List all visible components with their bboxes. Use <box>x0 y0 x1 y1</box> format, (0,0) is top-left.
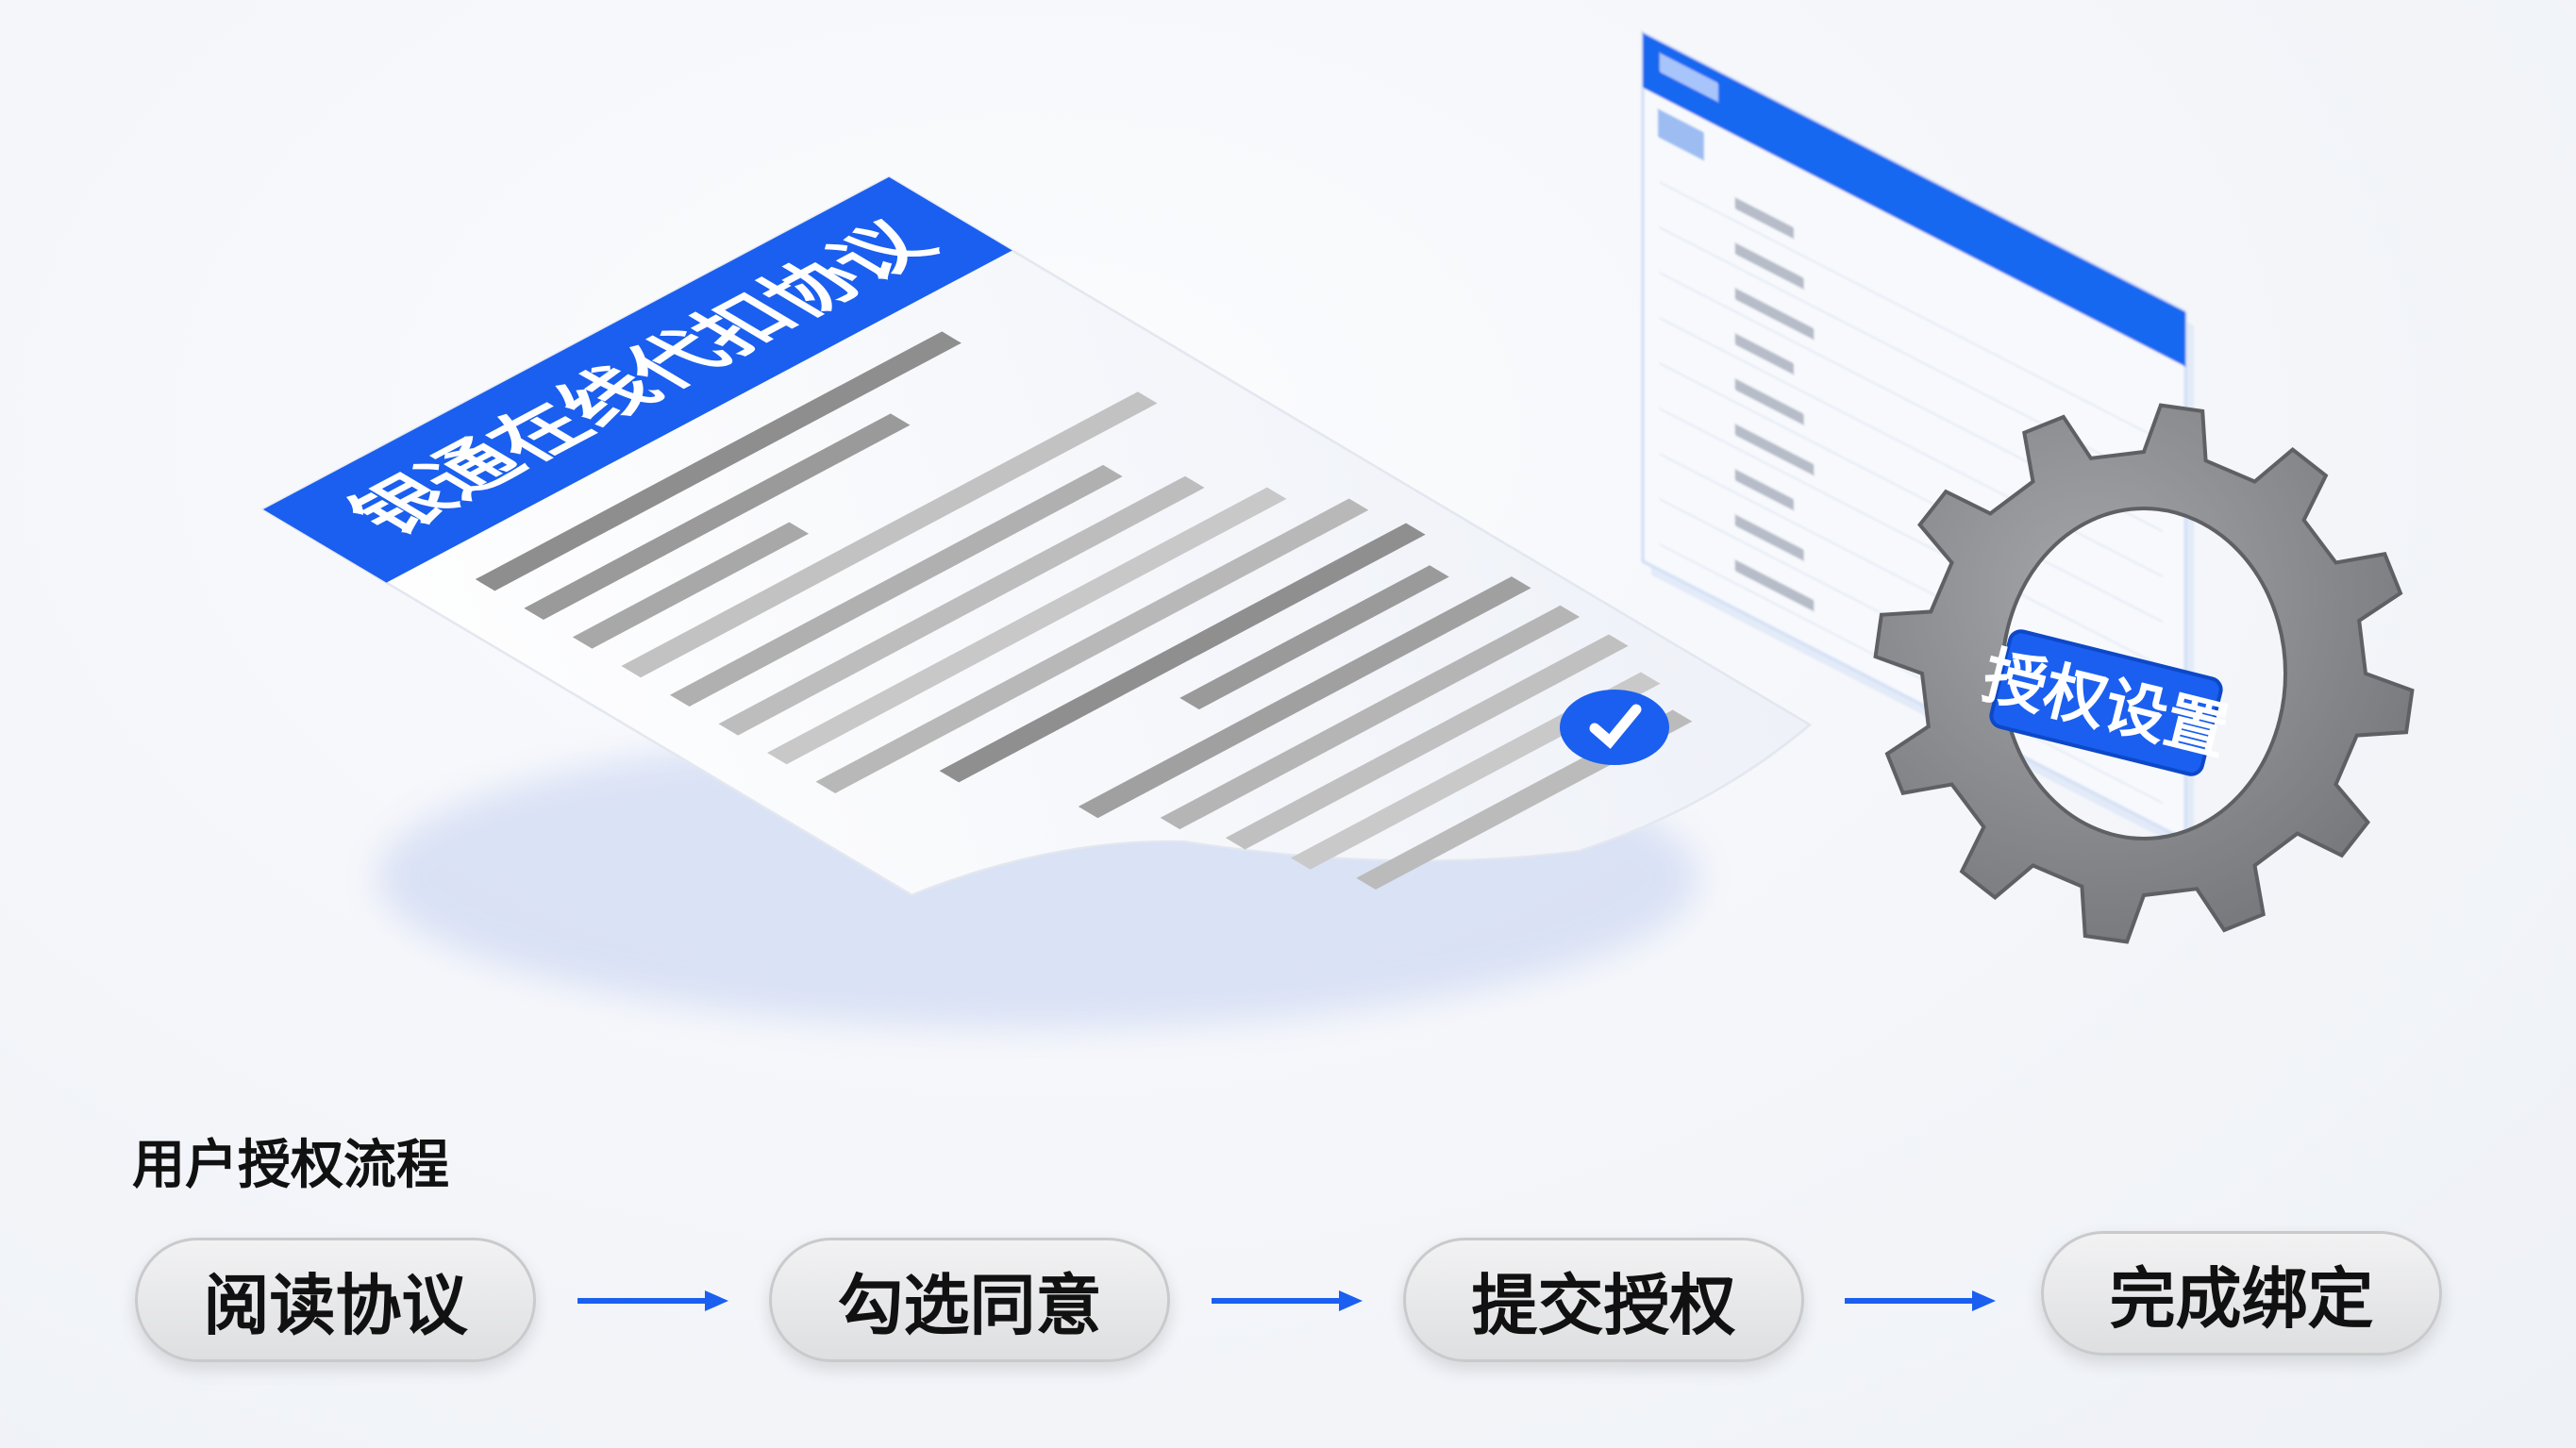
window-row <box>1734 514 1804 561</box>
window-row <box>1734 559 1815 612</box>
text-line <box>1078 576 1531 819</box>
gear-label-badge: 授权设置 <box>1976 629 2235 776</box>
window-row <box>1734 378 1804 425</box>
arrow-right-icon <box>1212 1290 1363 1311</box>
window-header <box>1643 33 2186 367</box>
window-row <box>1734 288 1815 341</box>
arrow-right-icon <box>1845 1290 1996 1311</box>
text-line <box>718 475 1205 736</box>
step-read-agreement: 阅读协议 <box>135 1238 536 1362</box>
text-line <box>1179 565 1449 710</box>
window-row <box>1734 424 1815 476</box>
text-line <box>939 523 1426 783</box>
text-line <box>815 498 1369 793</box>
step-check-agree: 勾选同意 <box>769 1238 1170 1362</box>
window-row <box>1734 197 1795 240</box>
text-line <box>1160 605 1581 830</box>
document-banner <box>263 176 1012 583</box>
window-row <box>1734 333 1795 375</box>
arrow-right-icon <box>577 1290 728 1311</box>
text-line <box>572 522 810 649</box>
flow-title: 用户授权流程 <box>132 1135 449 1196</box>
text-line <box>669 464 1123 707</box>
step-submit-authorization: 提交授权 <box>1403 1238 1804 1362</box>
text-line <box>621 391 1158 678</box>
window-row <box>1734 242 1804 290</box>
text-line <box>524 413 911 620</box>
step-complete-binding: 完成绑定 <box>2041 1231 2442 1356</box>
window-row <box>1734 469 1795 511</box>
gear-icon: 授权设置 <box>1873 403 2415 944</box>
text-line <box>475 331 962 591</box>
text-line <box>767 487 1287 765</box>
check-icon <box>1560 690 1669 765</box>
text-line <box>1225 634 1629 850</box>
